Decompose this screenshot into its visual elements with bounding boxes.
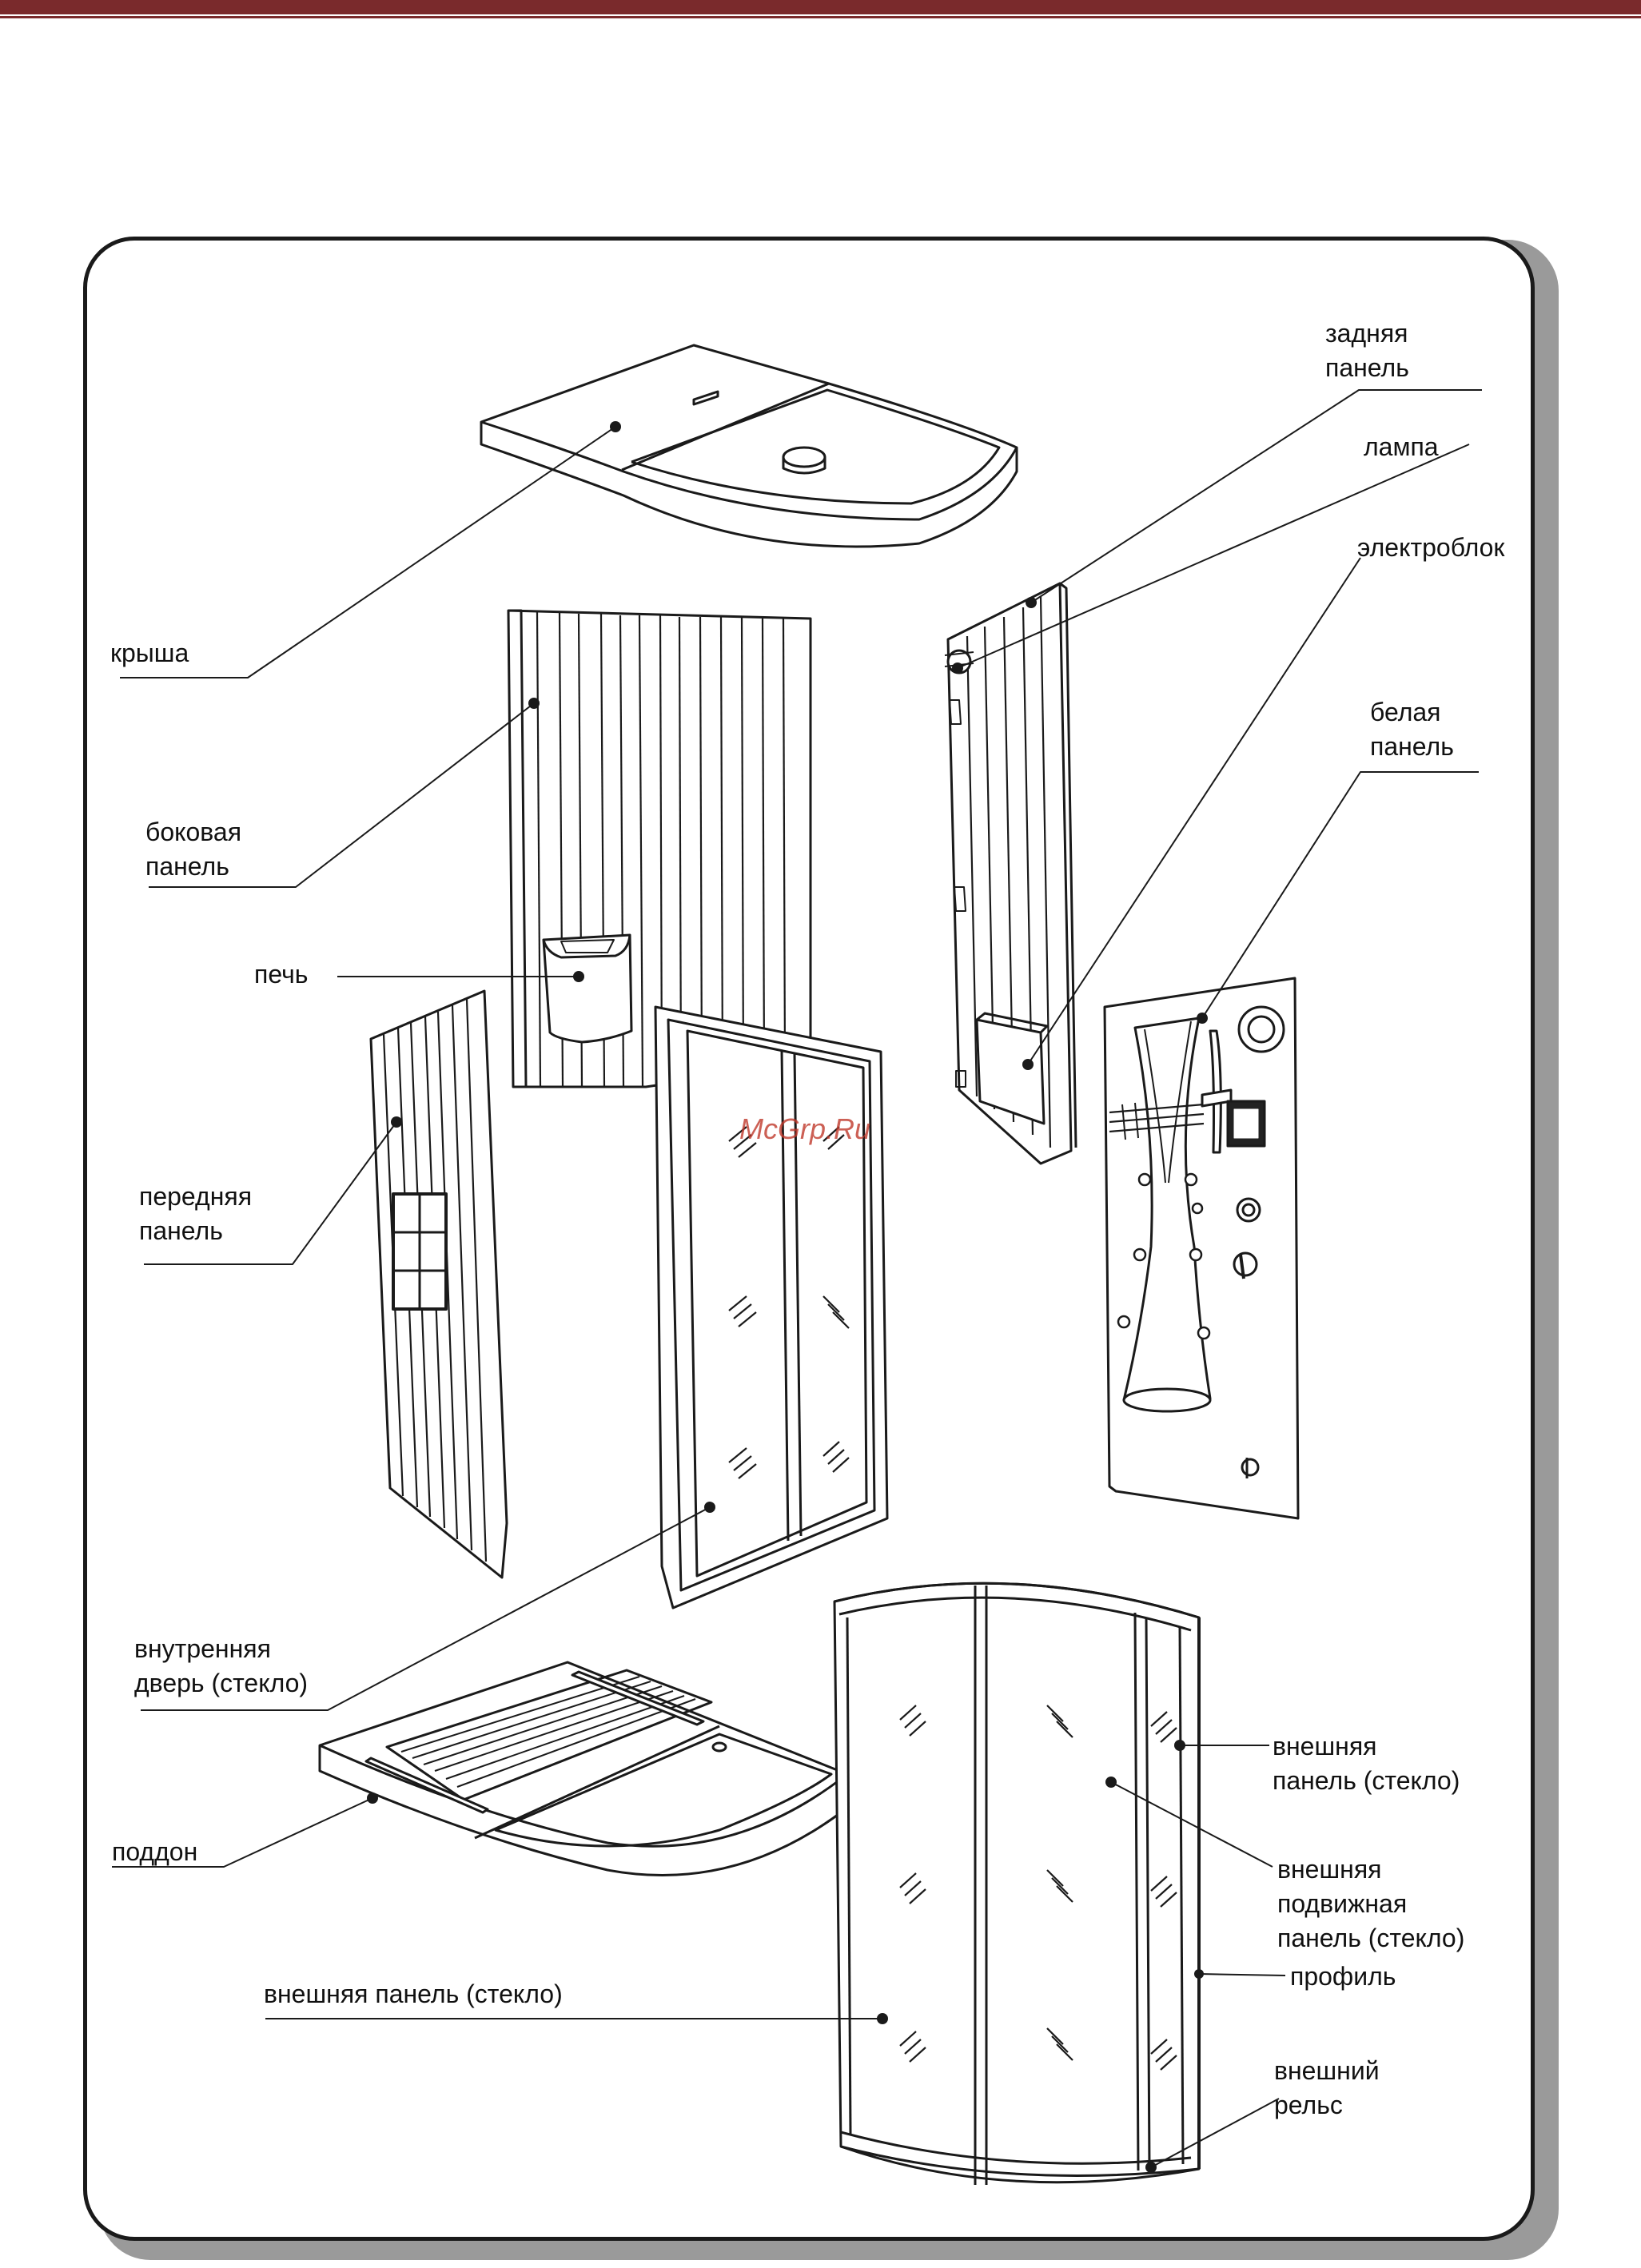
front-panel-part [371, 991, 507, 1578]
back-panel-part [945, 583, 1076, 1164]
label-roof: крыша [110, 636, 189, 670]
label-profile: профиль [1290, 1960, 1396, 1994]
label-white-panel: белая панель [1370, 695, 1454, 764]
label-outer-panel-right: внешняя панель (стекло) [1273, 1729, 1460, 1798]
watermark: McGrp.Ru [739, 1112, 870, 1146]
label-stove: печь [254, 957, 308, 992]
label-front-panel: передняя панель [139, 1180, 252, 1248]
label-electro-block: электроблок [1357, 531, 1504, 565]
label-tray: поддон [112, 1835, 197, 1869]
roof-part [481, 345, 1017, 547]
label-inner-door: внутренняя дверь (стекло) [134, 1632, 308, 1701]
stove-part [544, 935, 631, 1042]
outer-glass-part [834, 1583, 1199, 2185]
label-outer-panel-bottom: внешняя панель (стекло) [264, 1977, 563, 2011]
label-side-panel: боковая панель [145, 815, 241, 884]
label-lamp: лампа [1364, 430, 1439, 464]
label-outer-rail: внешний рельс [1274, 2054, 1380, 2123]
label-outer-sliding-panel: внешняя подвижная панель (стекло) [1277, 1852, 1464, 1956]
white-panel-part [1105, 978, 1298, 1518]
label-back-panel: задняя панель [1325, 316, 1409, 385]
tray-part [320, 1662, 847, 1876]
